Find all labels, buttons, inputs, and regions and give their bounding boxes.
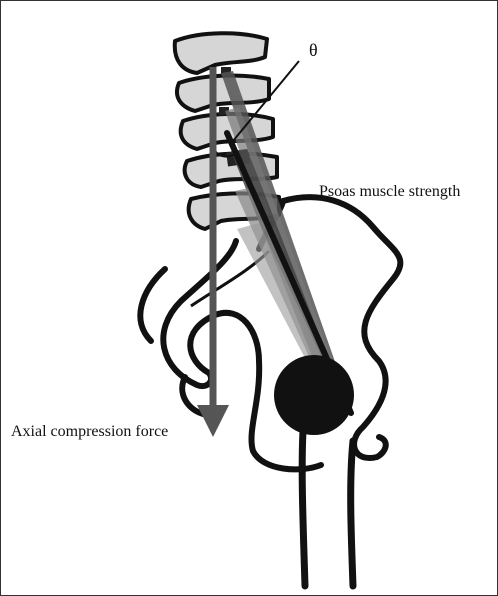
vertebra-l1 (175, 33, 267, 73)
psoas-muscle-strength-label: Psoas muscle strength (319, 184, 460, 200)
femur-shaft (302, 431, 353, 586)
vertebra-l2 (177, 76, 269, 111)
axial-compression-force-label: Axial compression force (11, 424, 168, 440)
theta-angle-label: θ (309, 41, 318, 59)
